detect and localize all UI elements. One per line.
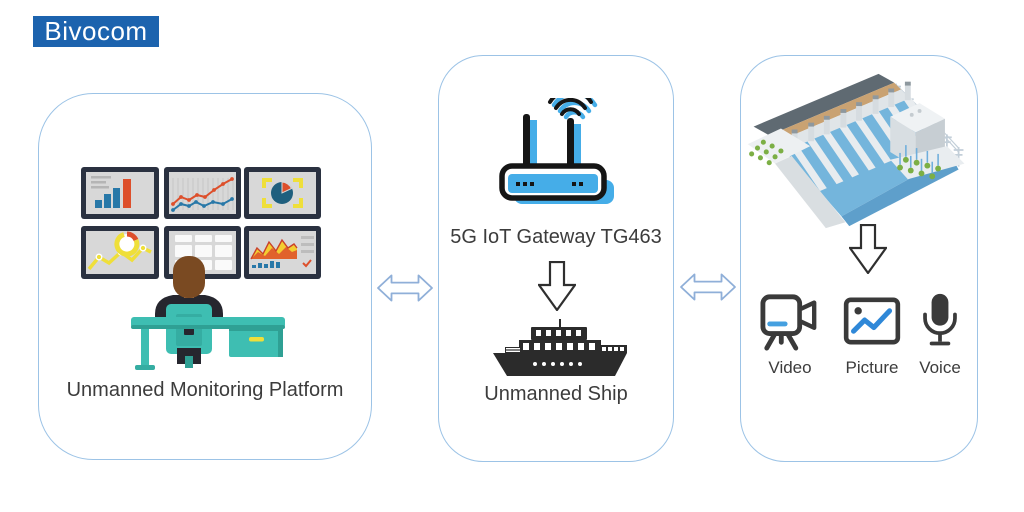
- panel-site: Video Picture Voice: [740, 55, 978, 462]
- microphone-icon: [923, 293, 957, 346]
- pie-chart-screen: [262, 178, 303, 208]
- media-item-picture: Picture: [837, 289, 907, 378]
- picture-label: Picture: [845, 358, 899, 377]
- panel-gateway: 5G IoT Gateway TG463: [438, 55, 674, 462]
- ship-label: Unmanned Ship: [484, 383, 628, 405]
- bidirectional-arrow-icon: [680, 273, 736, 301]
- video-label: Video: [768, 358, 812, 377]
- hydropower-dam-icon: [747, 73, 965, 229]
- bidirectional-arrow-icon: [377, 274, 433, 302]
- operator-at-desk-icon: [131, 256, 285, 370]
- wifi-signal-icon: [548, 98, 593, 116]
- bar-chart-screen: [91, 176, 131, 208]
- picture-icon: [843, 297, 901, 345]
- area-chart-screen: [250, 236, 314, 268]
- operator-monitor-wall-illustration: [81, 167, 321, 370]
- trend-donut-screen: [87, 231, 152, 271]
- gateway-label: 5G IoT Gateway TG463: [450, 226, 662, 248]
- media-item-video: Video: [755, 289, 825, 378]
- down-arrow-icon: [538, 261, 576, 311]
- video-camera-icon: [760, 294, 817, 351]
- line-chart-screen: [171, 177, 234, 212]
- wireless-router-icon: [499, 98, 614, 204]
- down-arrow-icon: [849, 224, 887, 274]
- ship-icon: [493, 319, 627, 376]
- bivocom-logo: Bivocom: [33, 16, 159, 47]
- media-item-voice: Voice: [911, 289, 969, 378]
- monitoring-platform-label: Unmanned Monitoring Platform: [66, 379, 344, 401]
- trees-icon: [749, 139, 784, 166]
- panel-monitoring-platform: Unmanned Monitoring Platform: [38, 93, 372, 460]
- voice-label: Voice: [919, 358, 961, 377]
